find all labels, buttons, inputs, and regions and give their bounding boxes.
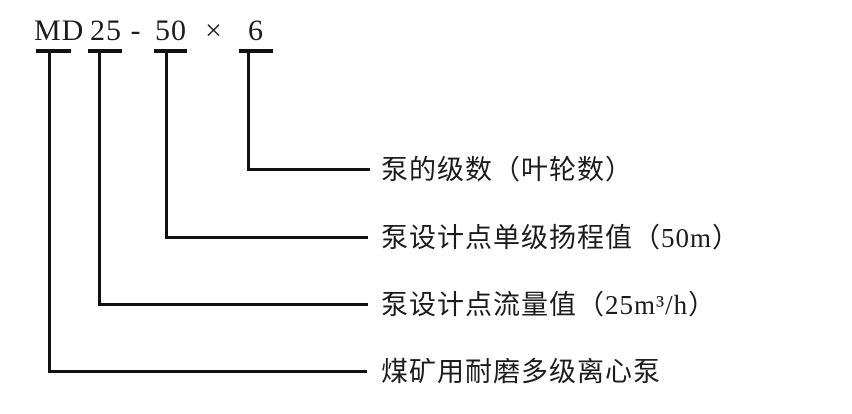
leader-vertical-flow: [98, 53, 101, 306]
callout-label-stages: 泵的级数（叶轮数）: [381, 155, 633, 185]
callout-label-flow: 泵设计点流量值（25m³/h）: [381, 290, 717, 320]
leader-horizontal-flow: [98, 303, 368, 306]
model-part-head-value: 50: [155, 14, 187, 47]
underline-series: [36, 49, 71, 53]
model-part-multiply-sign: ×: [205, 14, 223, 47]
model-part-flow-value: 25: [90, 14, 122, 47]
callout-label-series: 煤矿用耐磨多级离心泵: [381, 357, 661, 387]
underline-stages: [239, 49, 273, 53]
model-part-series: MD: [34, 14, 85, 47]
leader-horizontal-series: [48, 370, 367, 373]
callout-label-head: 泵设计点单级扬程值（50m）: [381, 223, 741, 253]
leader-horizontal-stages: [247, 168, 370, 171]
model-part-dash: -: [130, 14, 142, 47]
underline-head: [154, 49, 187, 53]
leader-vertical-stages: [247, 53, 250, 171]
model-part-stage-count: 6: [248, 14, 264, 47]
underline-flow: [88, 49, 122, 53]
leader-horizontal-head: [165, 236, 368, 239]
leader-vertical-series: [48, 53, 51, 373]
leader-vertical-head: [165, 53, 168, 239]
